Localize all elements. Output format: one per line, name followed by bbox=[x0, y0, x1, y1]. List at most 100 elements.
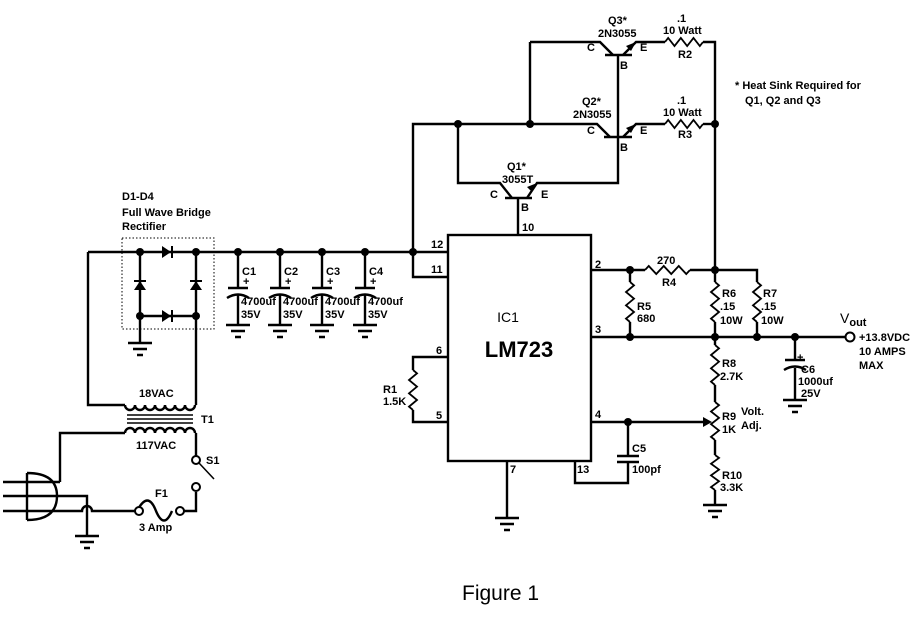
junction-dot bbox=[361, 248, 369, 256]
q1-collector-wire bbox=[456, 124, 513, 199]
q1-e: E bbox=[541, 189, 548, 201]
figure-caption: Figure 1 bbox=[462, 582, 539, 605]
r9-note: Volt. bbox=[741, 406, 764, 418]
r10-ref: R10 bbox=[722, 470, 742, 482]
junction-dot bbox=[711, 333, 719, 341]
capacitor-c2-value: 4700uf bbox=[283, 296, 318, 308]
emitter-arrow-icon bbox=[527, 183, 537, 192]
r6-rating: 10W bbox=[720, 315, 743, 327]
output-current: 10 AMPS bbox=[859, 346, 906, 358]
secondary-coil bbox=[123, 404, 197, 412]
junction-dot bbox=[624, 418, 632, 426]
q1-c: C bbox=[490, 189, 498, 201]
resistor-r9 bbox=[709, 401, 721, 441]
pin-2: 2 bbox=[595, 259, 601, 271]
ic-ref: IC1 bbox=[497, 309, 519, 325]
resistor-r8 bbox=[709, 344, 721, 386]
r7-value: .15 bbox=[761, 301, 776, 313]
bridge-desc: Full Wave Bridge bbox=[122, 207, 211, 219]
q1-b: B bbox=[521, 202, 529, 214]
plug-icon bbox=[25, 471, 59, 522]
resistor-r6 bbox=[709, 281, 721, 323]
vout-label: Vout bbox=[840, 310, 867, 329]
ground-icon bbox=[783, 398, 807, 414]
fuse-ref: F1 bbox=[155, 488, 168, 500]
pin-12: 12 bbox=[431, 239, 443, 251]
capacitor-c3-ref: C3 bbox=[326, 266, 340, 278]
ground-icon bbox=[128, 341, 152, 357]
r2-ref: R2 bbox=[678, 49, 692, 61]
capacitor-c1-polarity: + bbox=[243, 276, 249, 288]
c6-voltage: 25V bbox=[801, 388, 821, 400]
junction-dot bbox=[454, 120, 462, 128]
diode-d3 bbox=[134, 280, 146, 290]
ground-icon bbox=[703, 503, 727, 519]
r10-value: 3.3K bbox=[720, 482, 743, 494]
r1-wire bbox=[411, 355, 448, 424]
emitter-arrow-icon bbox=[626, 124, 636, 133]
q3-ref: Q3* bbox=[608, 15, 628, 27]
diode-d1 bbox=[162, 246, 173, 258]
capacitor-c1-value: 4700uf bbox=[241, 296, 276, 308]
line-wire bbox=[3, 504, 136, 513]
r4-value: 270 bbox=[657, 255, 675, 267]
junction-dot bbox=[711, 120, 719, 128]
resistor-r4 bbox=[644, 264, 691, 276]
capacitor-c3-value: 4700uf bbox=[325, 296, 360, 308]
transformer-secondary: 18VAC bbox=[139, 388, 174, 400]
diode-d2 bbox=[162, 310, 173, 322]
junction-dot bbox=[711, 266, 719, 274]
bridge-ref: D1-D4 bbox=[122, 191, 155, 203]
fuse-icon bbox=[135, 499, 174, 522]
secondary-left-wire bbox=[86, 252, 125, 407]
switch-s1[interactable] bbox=[191, 455, 215, 492]
pin-11: 11 bbox=[431, 264, 443, 276]
pin-10: 10 bbox=[522, 222, 534, 234]
plug-prong-wires bbox=[3, 480, 89, 536]
resistor-r5 bbox=[624, 281, 636, 323]
r8-value: 2.7K bbox=[720, 371, 743, 383]
emitter-arrow-icon bbox=[626, 42, 636, 51]
switch-fuse-wire bbox=[184, 492, 198, 513]
capacitor-c4-curved-plate bbox=[353, 293, 377, 300]
q2-c: C bbox=[587, 125, 595, 137]
ground-icon bbox=[310, 323, 334, 339]
output-current-max: MAX bbox=[859, 360, 884, 372]
junction-dot bbox=[276, 248, 284, 256]
labels: Q3* 2N3055 C B E .1 10 Watt R2 Q2* 2N305… bbox=[122, 13, 910, 605]
switch-ref: S1 bbox=[206, 455, 219, 467]
bridge-outline bbox=[121, 237, 215, 330]
ground-icon bbox=[75, 534, 99, 550]
junction-dot bbox=[626, 333, 634, 341]
c6-value: 1000uf bbox=[798, 376, 833, 388]
pin-13: 13 bbox=[577, 464, 589, 476]
heat-sink-note-2: Q1, Q2 and Q3 bbox=[745, 95, 821, 107]
transformer-primary: 117VAC bbox=[136, 440, 176, 452]
capacitor-c4-voltage: 35V bbox=[368, 309, 388, 321]
fuse-rating: 3 Amp bbox=[139, 522, 172, 534]
r5-value: 680 bbox=[637, 313, 655, 325]
q2-e: E bbox=[640, 125, 647, 137]
resistor-r10 bbox=[709, 454, 721, 491]
capacitor-c2-ref: C2 bbox=[284, 266, 298, 278]
resistor-r1 bbox=[407, 369, 419, 411]
capacitor-c1-ref: C1 bbox=[242, 266, 256, 278]
capacitor-c4-polarity: + bbox=[370, 276, 376, 288]
c5-ref: C5 bbox=[632, 443, 646, 455]
diode-d4 bbox=[190, 280, 202, 290]
wires bbox=[3, 40, 856, 536]
r8-ref: R8 bbox=[722, 358, 736, 370]
r3-value: .1 bbox=[677, 95, 686, 107]
r1-value: 1.5K bbox=[383, 396, 406, 408]
pin-4: 4 bbox=[595, 409, 602, 421]
c6-polarity: + bbox=[797, 352, 803, 364]
junction-dot bbox=[791, 333, 799, 341]
heat-sink-note: * Heat Sink Required for bbox=[735, 80, 862, 92]
output-terminal bbox=[844, 331, 856, 343]
capacitor-c1-voltage: 35V bbox=[241, 309, 261, 321]
pin-6: 6 bbox=[436, 345, 442, 357]
q3-c: C bbox=[587, 42, 595, 54]
q2-b: B bbox=[620, 142, 628, 154]
